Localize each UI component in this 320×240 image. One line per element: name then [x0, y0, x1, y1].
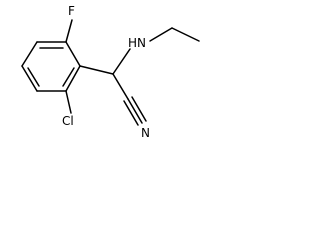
ring-double-bond	[27, 67, 40, 87]
benzene-ring	[21, 41, 81, 92]
triple-bond-line	[127, 98, 143, 124]
c-f-bond	[65, 19, 73, 43]
nitrile-nitrogen-label: N	[141, 126, 150, 140]
c-cl-bond	[65, 90, 72, 114]
nh-to-ethyl-bond	[149, 27, 173, 42]
ethyl-bond	[171, 27, 200, 42]
chlorine-label: Cl	[62, 114, 74, 128]
fluorine-label: F	[68, 4, 75, 18]
nitrile-triple-bond	[123, 96, 147, 126]
triple-bond-line	[123, 100, 139, 126]
ring-bond	[65, 65, 81, 92]
ring-bond	[21, 41, 38, 67]
alpha-carbon-to-nh-bond	[112, 48, 131, 75]
triple-bond-line	[131, 96, 147, 122]
ring-to-alpha-carbon-bond	[79, 65, 114, 75]
amine-label: HN	[128, 36, 146, 50]
ring-double-bond	[62, 67, 75, 87]
alpha-carbon-to-nitrile-bond	[112, 73, 129, 100]
chemical-structure-diagram: F HN N Cl	[21, 4, 200, 140]
ring-bond	[65, 41, 81, 67]
ring-bond	[21, 65, 38, 92]
